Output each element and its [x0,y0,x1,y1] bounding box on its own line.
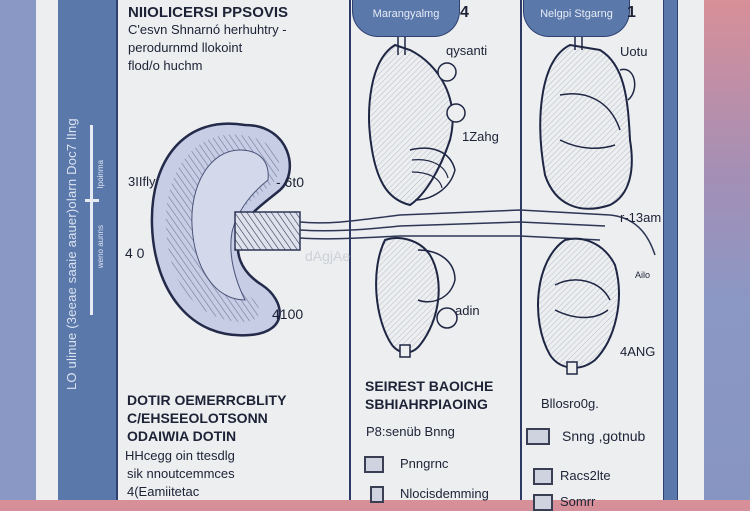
kidney-callout-mid-left: 4 0 [125,245,145,261]
kidney-callout-upper-left: 3IIfly [128,174,156,189]
left-footer-body-line-3: 4(Eamiitetac [127,484,200,499]
right-band [663,0,678,500]
middle-footer-heading-line-2: SBHIAHRPIAOING [365,396,488,412]
right-callout-top: Uotu [620,44,648,59]
laptop-icon [526,428,550,445]
document-icon [370,486,384,503]
middle-legend-label-1: Pnngrnc [400,456,449,471]
left-footer-heading-line-2: C/EHSEEOLOTSONN [127,410,268,426]
left-subtitle-line-1: C'esvn Shnarnó herhuhtry - [128,22,287,37]
left-footer-body-line-1: HHcegg oin ttesdlg [125,448,235,463]
right-legend-label-3: Somrr [560,494,596,509]
background-left [0,0,36,500]
middle-callout-middle: 1Zahg [462,129,499,144]
square-icon [533,468,553,485]
middle-organ-lower [375,237,458,358]
side-band-marker [85,199,99,202]
left-subtitle-line-2: perodurnmd llokoint [128,40,243,55]
middle-header-tab: Marangyalmg [352,0,460,37]
left-footer-heading-line-1: DOTIR OEMERRCBLITY [127,392,287,408]
left-title: NIIOLICERSI PPSOVIS [128,4,289,21]
square-icon [533,494,553,511]
middle-footer-subheading: P8:senüb Bnng [366,424,455,439]
column-divider-2 [520,0,522,500]
middle-organ-upper [368,43,466,207]
watermark: dAgjAe [305,248,351,264]
side-band-rule [90,125,93,315]
middle-callout-top: qysanti [446,43,488,58]
right-callout-bottom: 4ANG [620,344,656,359]
kidney-callout-upper-right: - 6t0 [276,174,305,190]
right-legend-label-2: Racs2lte [560,468,611,483]
anatomy-illustration [150,35,656,375]
right-panel-number: 1 [627,4,636,21]
monitor-icon [364,456,384,473]
kidney-callout-lower-right: 4100 [272,306,304,322]
column-divider-1 [349,0,351,500]
right-organ-lower [537,237,620,375]
middle-footer-heading-line-1: SEIREST BAOICHE [365,378,494,394]
side-band [58,0,118,500]
right-callout-lower: Ailo [635,270,651,280]
middle-panel-number: 4 [460,4,469,21]
right-footer-heading: Bllosro0g. [541,396,599,411]
middle-callout-bottom: adin [455,303,480,318]
left-footer-heading-line-3: ODAIWIA DOTIN [127,428,237,444]
middle-legend-label-2: Nlocisdemming [400,486,489,501]
right-organ-upper [539,43,636,210]
left-footer-body-line-2: sik nnoutcemmces [127,466,235,481]
left-subtitle-line-3: flod/o huchm [128,58,203,73]
ureter-coil [234,209,656,256]
right-legend-label-1: Snng ,gotnub [562,428,646,444]
right-callout-middle: r-13am [620,210,662,225]
kidney-organ [150,122,291,337]
right-header-tab: Nelgpi Stgarng [523,0,630,37]
